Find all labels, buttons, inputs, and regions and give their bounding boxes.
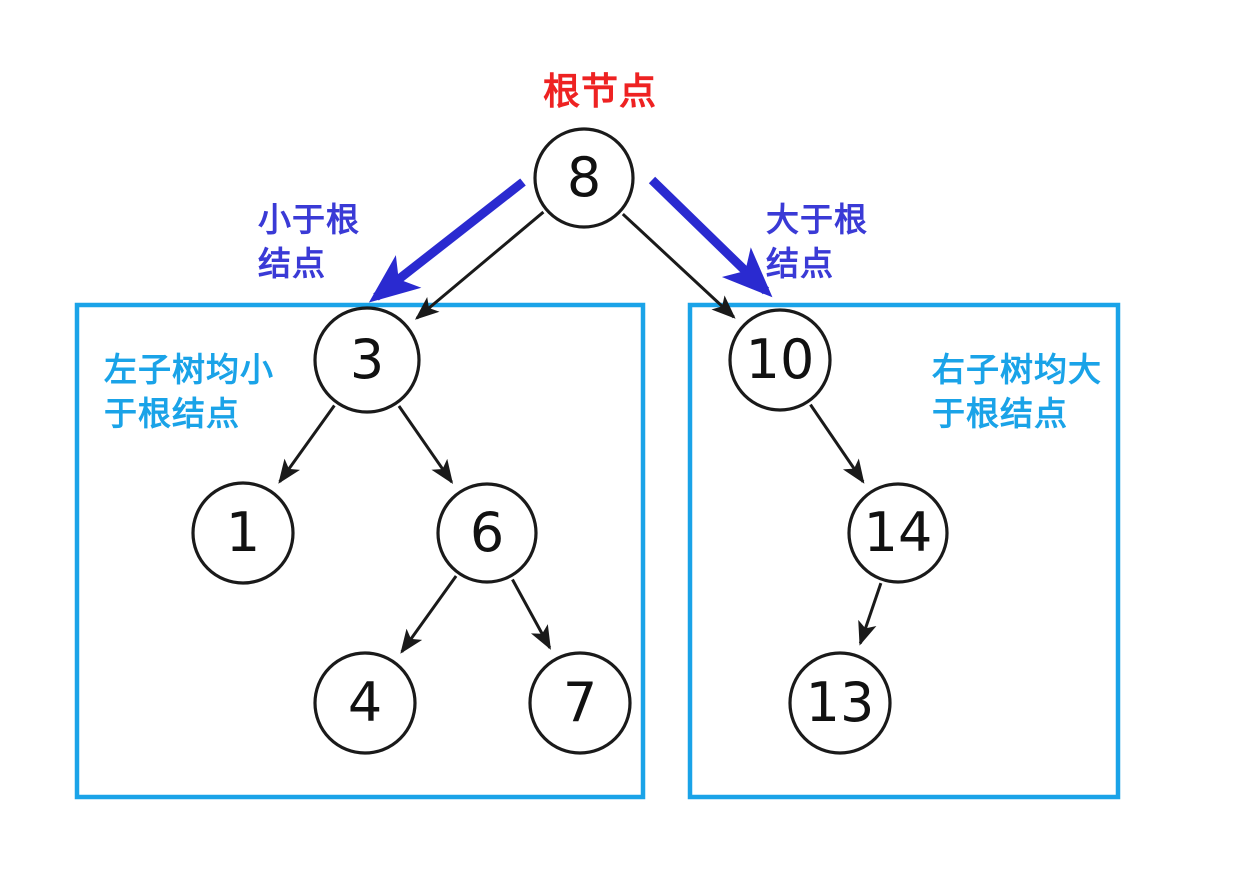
tree-edge-n8-n3 bbox=[414, 210, 545, 320]
tree-node-value-8: 8 bbox=[566, 146, 602, 209]
tree-edge-group bbox=[278, 210, 883, 654]
tree-node-circle-1 bbox=[191, 481, 295, 585]
tree-node-value-4: 4 bbox=[347, 671, 383, 734]
tree-edge-n6-n4 bbox=[400, 575, 458, 654]
tree-node-value-1: 1 bbox=[225, 501, 261, 564]
tree-edge-n8-n10 bbox=[621, 212, 736, 319]
tree-edge-n3-n1 bbox=[278, 404, 336, 484]
tree-node-circle-3 bbox=[313, 306, 421, 414]
left-subtree-box bbox=[74, 302, 646, 800]
less-than-root-annotation: 小于根 结点 bbox=[258, 200, 360, 283]
tree-edge-n3-n6 bbox=[397, 405, 454, 485]
tree-node-value-3: 3 bbox=[349, 328, 385, 391]
tree-node-circle-14 bbox=[847, 482, 949, 584]
tree-node-circle-8 bbox=[533, 127, 635, 229]
tree-node-value-10: 10 bbox=[745, 328, 815, 391]
subtree-box-group bbox=[74, 302, 1121, 800]
tree-node-circle-group bbox=[191, 127, 949, 755]
left-pointer-arrow bbox=[368, 178, 526, 303]
right-subtree-annotation: 右子树均大 于根结点 bbox=[932, 350, 1102, 433]
tree-node-circle-7 bbox=[528, 651, 632, 755]
tree-edge-n10-n14 bbox=[809, 403, 865, 484]
pointer-arrow-group bbox=[368, 176, 773, 303]
greater-than-root-annotation: 大于根 结点 bbox=[766, 200, 868, 283]
tree-node-circle-10 bbox=[728, 308, 832, 412]
tree-node-circle-4 bbox=[313, 651, 417, 755]
tree-node-circle-13 bbox=[788, 651, 892, 755]
right-subtree-box bbox=[687, 302, 1121, 800]
root-annotation: 根节点 bbox=[543, 70, 657, 113]
tree-node-value-13: 13 bbox=[805, 671, 875, 734]
tree-edge-n14-n13 bbox=[858, 582, 883, 646]
tree-node-circle-6 bbox=[436, 482, 538, 584]
tree-node-value-14: 14 bbox=[863, 501, 933, 564]
right-pointer-arrow bbox=[648, 176, 773, 298]
tree-node-value-7: 7 bbox=[562, 671, 598, 734]
tree-edge-n6-n7 bbox=[511, 578, 552, 650]
tree-node-value-6: 6 bbox=[469, 501, 505, 564]
left-subtree-annotation: 左子树均小 于根结点 bbox=[104, 350, 274, 433]
